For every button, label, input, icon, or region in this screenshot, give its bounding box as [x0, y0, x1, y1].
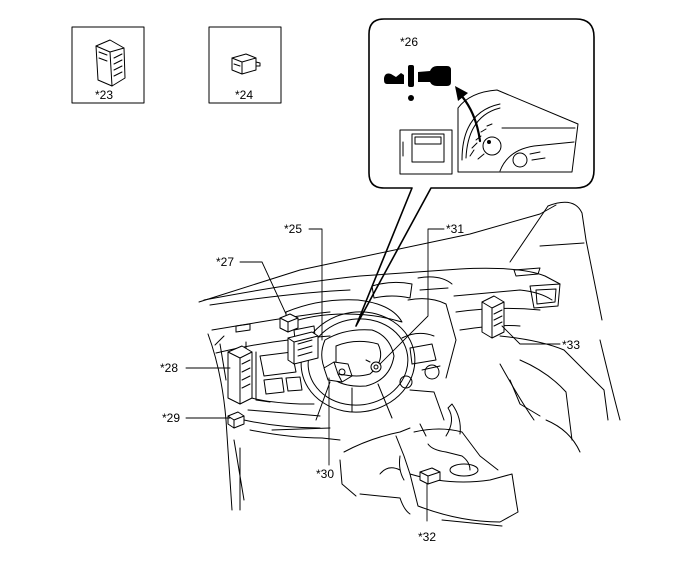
callout-24: *24: [235, 88, 254, 102]
callout-26: *26: [400, 35, 419, 49]
callout-25: *25: [284, 222, 303, 236]
callout-31: *31: [446, 222, 465, 236]
callout-28: *28: [160, 361, 179, 375]
callout-27: *27: [216, 255, 235, 269]
callout-23: *23: [95, 88, 114, 102]
inset-box-24: [208, 26, 282, 104]
callout-29: *29: [162, 411, 181, 425]
leader-33: [501, 325, 561, 345]
part-31-switch: [365, 359, 382, 373]
part-27-module: [279, 313, 299, 333]
arrow-head: [455, 86, 468, 101]
meter-inset-26: [355, 18, 595, 327]
part-32-sensor: [419, 467, 441, 485]
callout-33: *33: [562, 338, 581, 352]
leader-lines: [185, 228, 561, 522]
leader-31: [379, 228, 445, 365]
leader-27: [239, 261, 287, 315]
part-28-module: [227, 345, 253, 405]
dashboard-drawing: [198, 201, 621, 527]
part-25-module: [287, 331, 319, 365]
sensor-24-part: [231, 53, 261, 75]
seatbelt-warning-icon: [384, 65, 451, 101]
callout-30: *30: [316, 467, 335, 481]
part-30-switch: [323, 361, 353, 383]
module-23-part: [95, 39, 126, 87]
leader-25: [308, 228, 323, 341]
callout-32: *32: [418, 530, 437, 544]
part-33-module: [481, 295, 505, 339]
inset-box-23: [71, 26, 145, 104]
part-29-module: [227, 411, 245, 429]
